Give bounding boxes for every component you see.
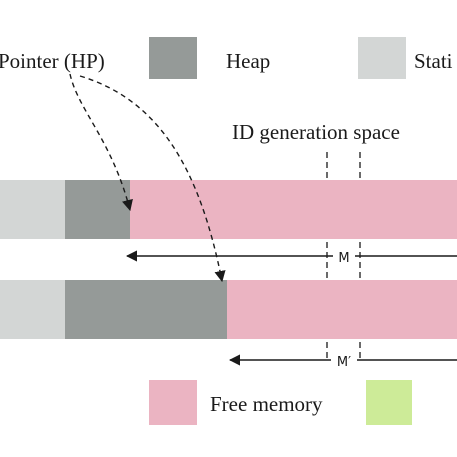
legend-static-label: Stati [414, 49, 453, 73]
bar1-heap-segment [65, 180, 130, 239]
m-label: M [338, 251, 349, 266]
legend-static-swatch [358, 37, 406, 79]
legend-hp-label: Pointer (HP) [0, 49, 105, 73]
legend-heap-swatch [149, 37, 197, 79]
legend-free-label: Free memory [210, 392, 323, 416]
legend-free-swatch [149, 380, 197, 425]
legend-heap-label: Heap [226, 49, 270, 73]
memory-bar-1 [0, 180, 457, 239]
bar1-free-segment [130, 180, 457, 239]
m-prime-label: M′ [337, 355, 351, 370]
legend-extra-swatch [366, 380, 412, 425]
hp-pointer-arrow-2 [79, 75, 226, 283]
id-space-label: ID generation space [232, 120, 400, 144]
bar2-static-segment [0, 280, 65, 339]
bar1-static-segment [0, 180, 65, 239]
bar2-heap-segment [65, 280, 227, 339]
m-label-bg [333, 247, 355, 265]
m-prime-label-bg [331, 351, 357, 369]
hp-pointer-arrow-1 [69, 73, 133, 212]
bar2-free-segment [227, 280, 457, 339]
memory-bar-2 [0, 280, 457, 339]
